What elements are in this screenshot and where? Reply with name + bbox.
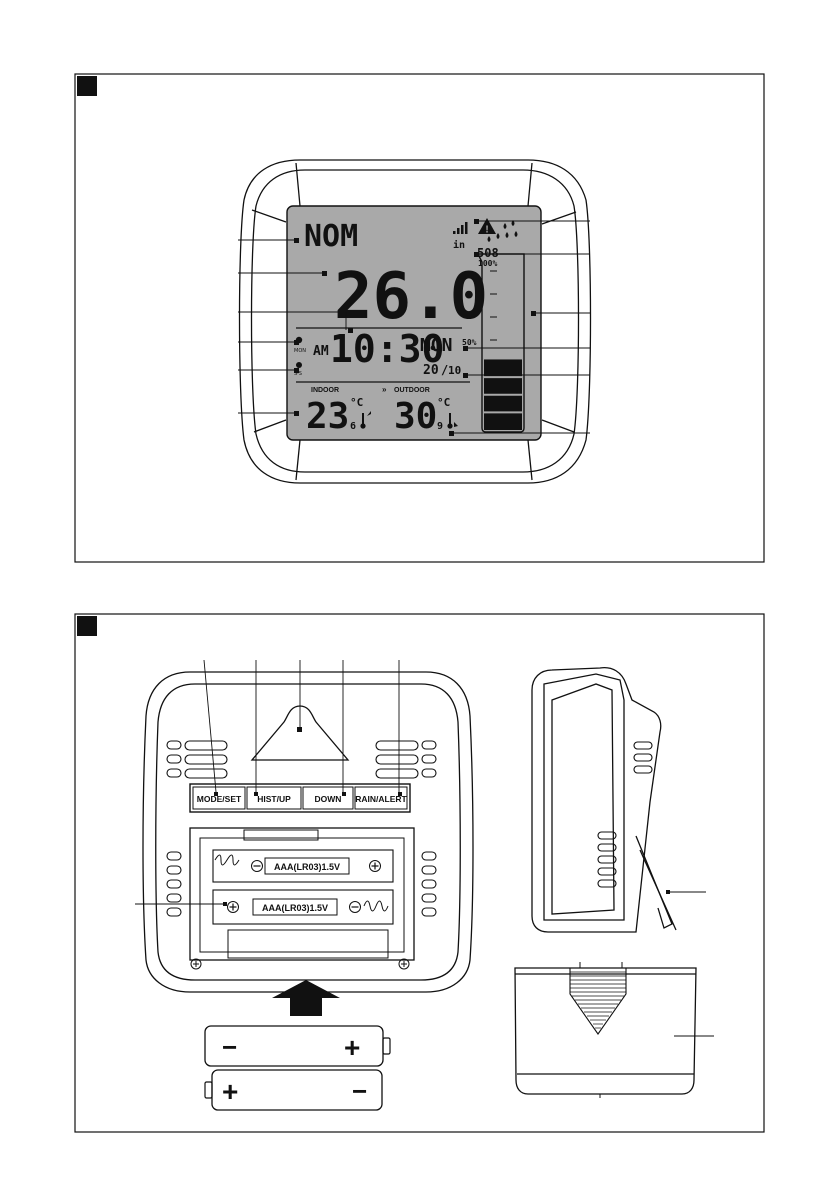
lcd-date-day: 20	[423, 363, 439, 378]
battery-2-plus: +	[222, 1076, 238, 1107]
battery-label-1: AAA(LR03)1.5V	[274, 862, 340, 872]
lcd-date-month: 10	[448, 364, 461, 377]
svg-text:MON: MON	[294, 348, 306, 354]
lcd-percent-mid: 50%	[462, 338, 477, 347]
svg-text:!: !	[485, 225, 488, 236]
callouts-buttons	[204, 660, 399, 792]
lcd-unit-in: in	[453, 239, 465, 251]
lcd-outdoor-temp: 30	[394, 396, 437, 437]
hist-up-label: HIST/UP	[257, 794, 291, 804]
battery-cell-2: + −	[205, 1070, 382, 1110]
battery-1-plus: +	[344, 1032, 360, 1063]
lcd-indoor-label: INDOOR	[311, 387, 339, 394]
rain-collector	[515, 962, 696, 1098]
battery-cell-1: − +	[205, 1026, 390, 1066]
hist-up-button[interactable]: HIST/UP	[247, 787, 301, 809]
lcd-day-mode: NOM	[304, 219, 358, 254]
lcd-main-value: 26.0	[334, 260, 488, 334]
panel-back-and-side: MODE/SET HIST/UP DOWN RAIN/ALERT	[75, 614, 764, 1132]
spring-right	[364, 901, 388, 911]
spring-left	[215, 855, 239, 865]
panel-front-display: NOM in ! 508 100% 26.0 MON AM 10	[75, 74, 764, 562]
mode-set-label: MODE/SET	[197, 794, 242, 804]
lcd-outdoor-label: OUTDOOR	[394, 387, 430, 394]
lcd-indoor-temp: 23	[306, 396, 349, 437]
lcd-outdoor-decimal: 9	[437, 421, 443, 432]
lcd-weekday: MON	[420, 335, 453, 356]
button-row: MODE/SET HIST/UP DOWN RAIN/ALERT	[190, 784, 410, 812]
hole-marker	[297, 727, 302, 732]
lcd-indoor-unit: °C	[350, 396, 363, 409]
lcd-am-pm: AM	[313, 344, 329, 359]
side-view	[532, 668, 676, 932]
sensor-signal-icon: »	[382, 385, 387, 394]
panel-2-frame	[75, 614, 764, 1132]
battery-1-minus: −	[222, 1032, 237, 1062]
rain-alert-button[interactable]: RAIN/ALERT	[355, 787, 408, 809]
lcd-indoor-decimal: 6	[350, 421, 356, 432]
down-button[interactable]: DOWN	[303, 787, 353, 809]
battery-2-minus: −	[352, 1076, 367, 1106]
back-housing	[143, 672, 473, 992]
battery-label-2: AAA(LR03)1.5V	[262, 903, 328, 913]
panel-1-marker	[77, 76, 97, 96]
mode-set-button[interactable]: MODE/SET	[193, 787, 245, 809]
panel-2-marker	[77, 616, 97, 636]
lcd-outdoor-unit: °C	[437, 396, 450, 409]
down-label: DOWN	[315, 794, 342, 804]
rain-gauge-fill	[484, 359, 522, 430]
insert-arrow-icon	[272, 980, 340, 1016]
